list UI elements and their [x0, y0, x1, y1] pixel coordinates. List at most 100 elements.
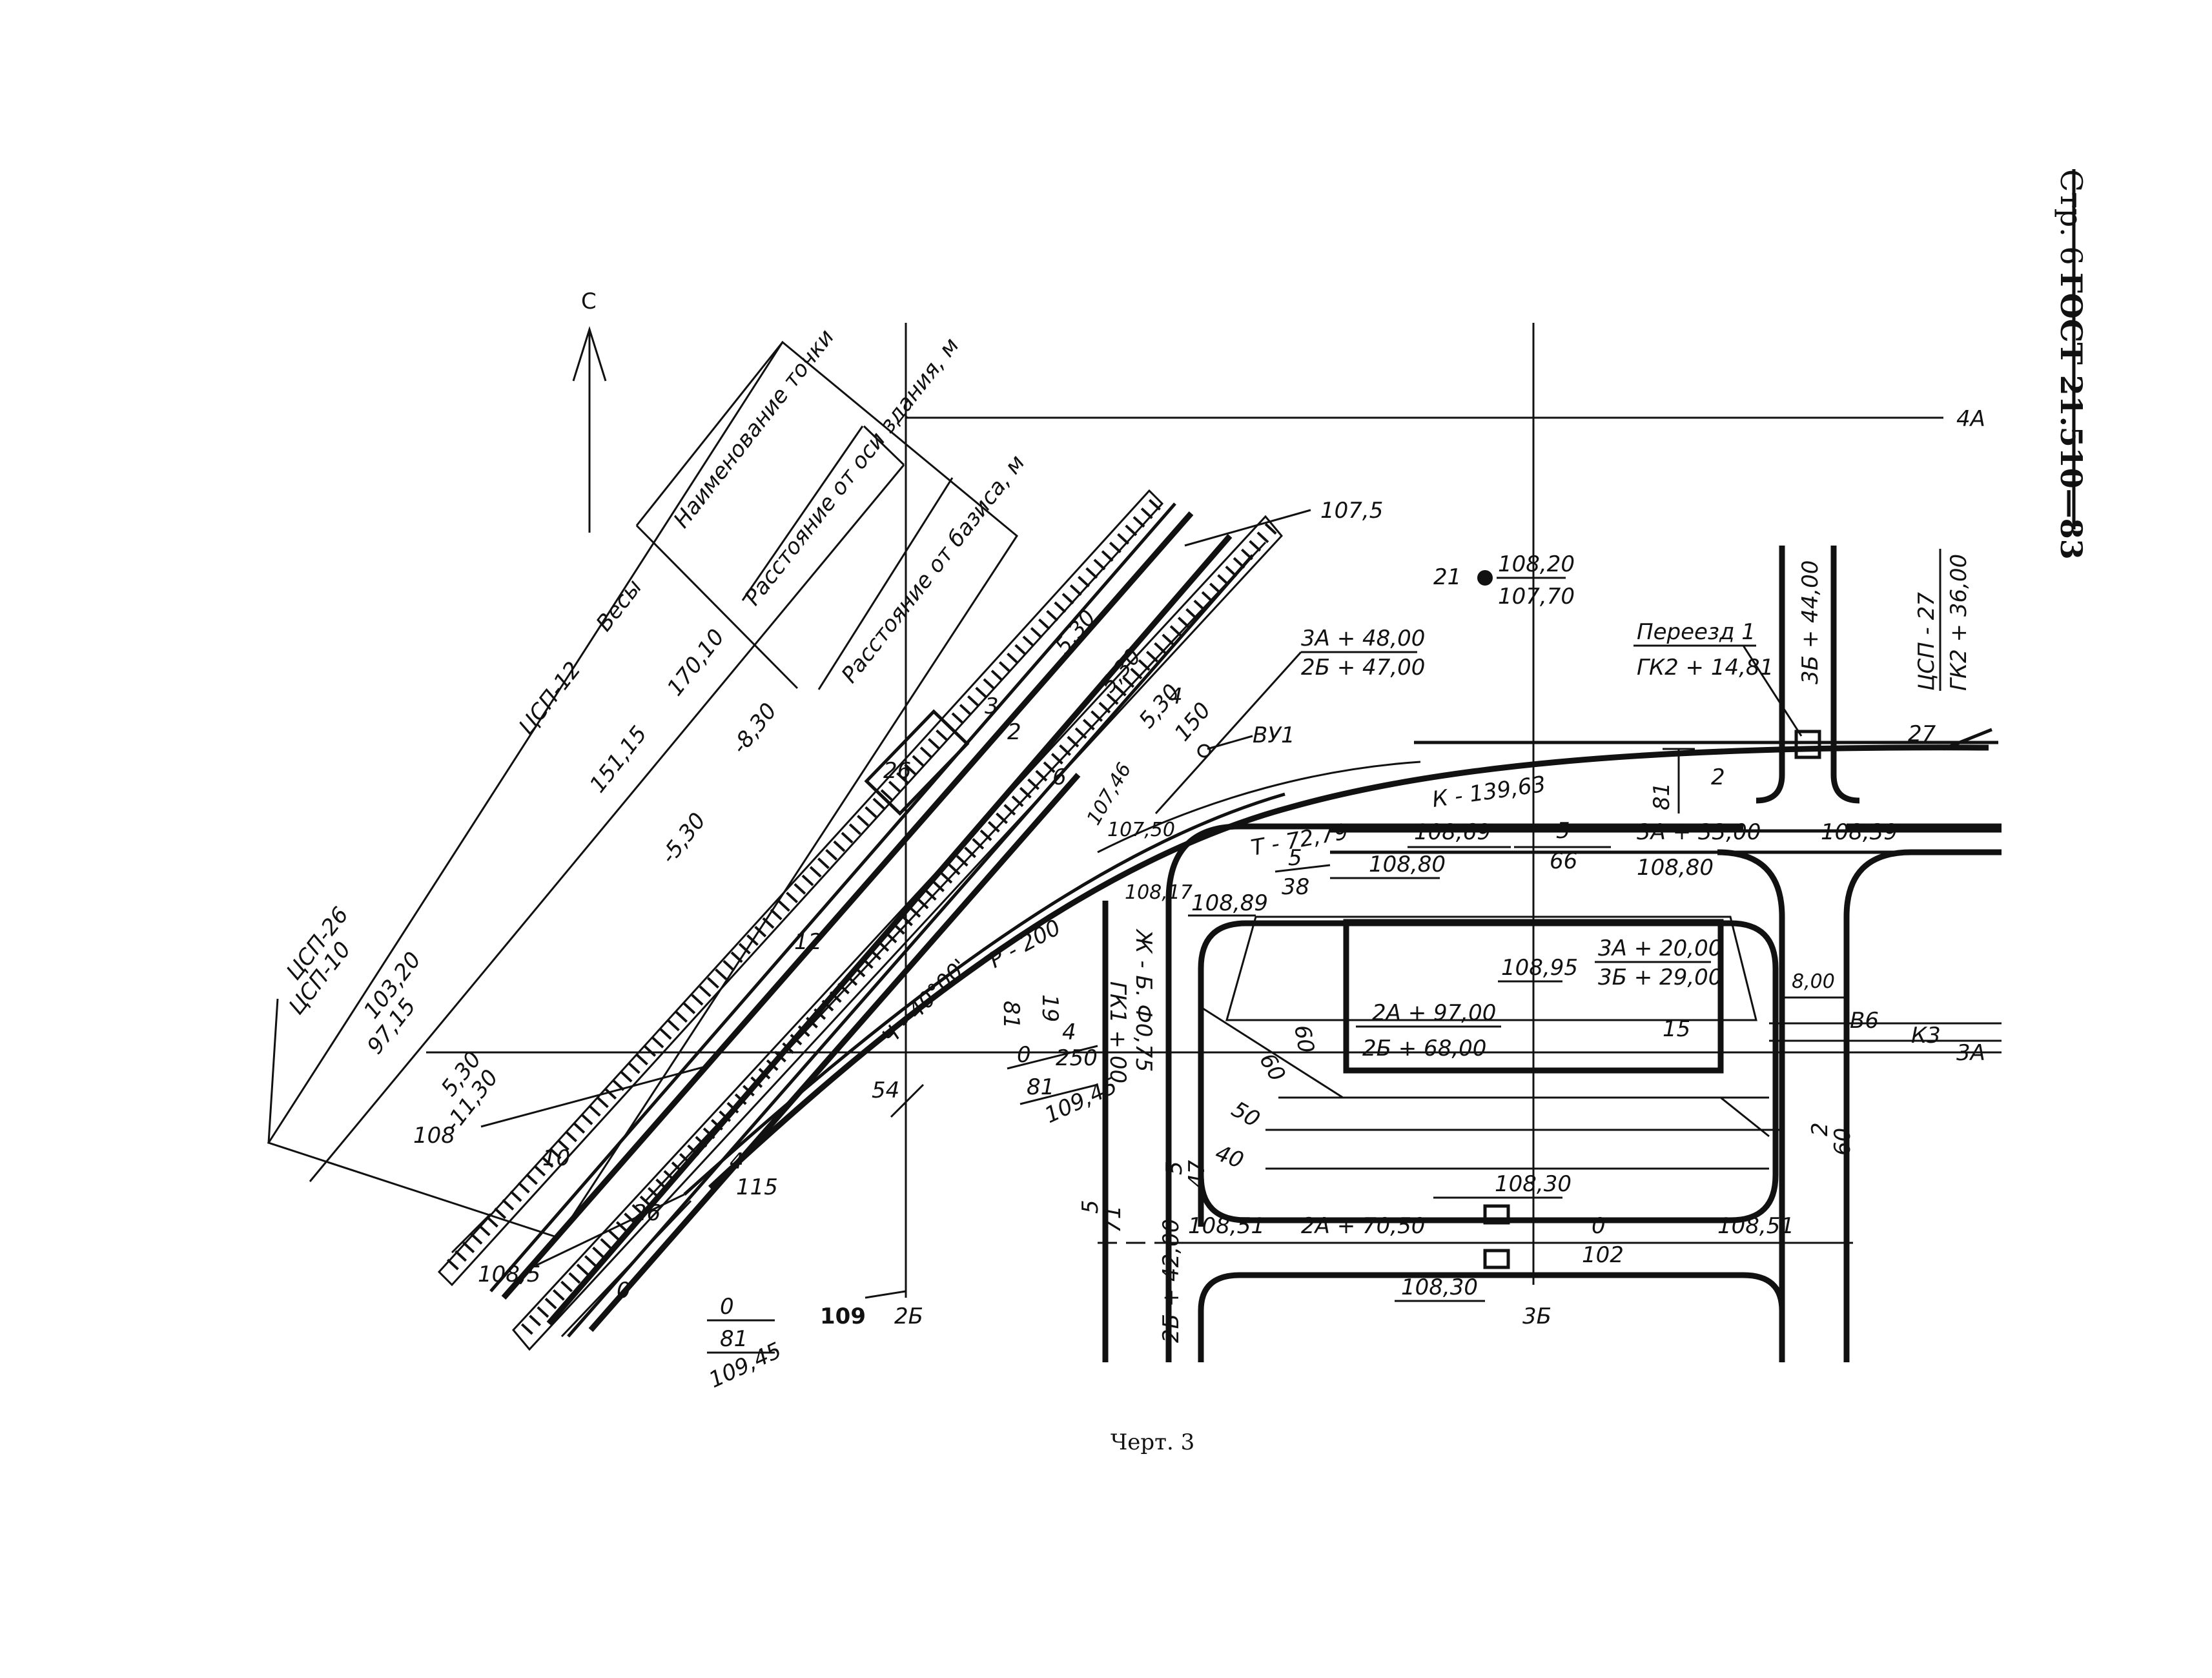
track-label-6: 6 [1052, 764, 1067, 790]
e10830a: 108,30 [1495, 1171, 1572, 1197]
n71: 71 [1100, 1205, 1126, 1233]
e10889: 108,89 [1191, 890, 1268, 916]
e10880b: 108,80 [1637, 855, 1714, 881]
road-3b44: 3Б + 44,00 [1797, 560, 1823, 684]
num-4: 4 [730, 1149, 744, 1174]
crossing-box [1794, 730, 1821, 759]
track-label-0: 0 [617, 1278, 631, 1304]
e10830b: 108,30 [1401, 1274, 1478, 1300]
coordinate-table: Наименование точки Расстояние от оси зда… [267, 325, 1030, 1239]
page-number: Стр. 6 [2054, 169, 2089, 265]
p2a70: 2А + 70,50 [1301, 1213, 1425, 1239]
vu1-label: ВУ1 [1253, 722, 1295, 748]
p3a20: 3А + 20,00 [1598, 936, 1722, 961]
e10851b: 108,51 [1717, 1213, 1794, 1239]
e10750: 107,50 [1107, 819, 1175, 841]
table-row-name-2: ЦСП-12 [514, 657, 586, 739]
b1-3a: 3А + 48,00 [1301, 626, 1425, 651]
n38: 38 [1282, 874, 1309, 900]
n5c: 5 [1162, 1161, 1187, 1175]
n81b: 81 [998, 1001, 1024, 1028]
n50: 50 [1227, 1096, 1264, 1132]
e10817: 108,17 [1125, 881, 1193, 904]
axis-label-3a: 3А [1956, 1040, 1985, 1066]
site-labels: 3А + 48,00 2Б + 47,00 ВУ1 21 108,20 107,… [705, 549, 2002, 1393]
n0c: 0 [1592, 1213, 1606, 1239]
e10839: 108,39 [1821, 819, 1898, 845]
n66: 66 [1550, 848, 1577, 874]
table-row-axis-1: 170,10 [662, 624, 730, 701]
n5d: 5 [1078, 1200, 1103, 1214]
k3: К3 [1911, 1023, 1941, 1049]
table-row-basis-2: -5,30 [656, 808, 712, 869]
n102: 102 [1582, 1242, 1624, 1268]
n15: 15 [1663, 1016, 1690, 1042]
table-row-name-1: Весы [591, 575, 648, 636]
num-12: 12 [794, 929, 822, 955]
p2a97: 2А + 97,00 [1372, 1000, 1496, 1026]
num-54: 54 [872, 1078, 899, 1103]
n250: 250 [1056, 1045, 1098, 1071]
e10851a: 108,51 [1188, 1213, 1265, 1239]
n60b: 60 [1254, 1049, 1290, 1086]
coordinate-grid: 4А 3А 2Б 3Б [426, 323, 2002, 1329]
track-3 [588, 773, 1081, 1332]
num-115: 115 [736, 1174, 778, 1200]
axis-label-3b: 3Б [1522, 1304, 1551, 1329]
track-label-4: 4 [1169, 684, 1183, 710]
n5b: 5 [1288, 845, 1302, 871]
n5a: 5 [1556, 818, 1570, 844]
n40: 40 [1212, 1140, 1247, 1174]
n60c: 60 [1830, 1128, 1856, 1156]
dist-530-a: 5,30 [1050, 605, 1101, 659]
csp27: ЦСП - 27 [1914, 592, 1940, 691]
gk100: ГК1 + 00 [1105, 981, 1131, 1083]
n47: 47 [1184, 1160, 1210, 1188]
site-roads [1098, 546, 2002, 1362]
n81d: 81 [720, 1326, 748, 1352]
track-label-3: 3 [985, 693, 999, 719]
well-top: 108,20 [1498, 551, 1575, 577]
railway-tracks: 3 2 6 4 0 26 5,30 5,30 5,30 150 107,5 12… [413, 489, 1998, 1351]
num-109: 109 [820, 1304, 866, 1329]
pipe: Ж - Б. Ф0,75 [1131, 928, 1156, 1072]
num-10: 10 [542, 1145, 570, 1171]
crossing-pk: ГК2 + 14,81 [1637, 655, 1774, 680]
p2b68: 2Б + 68,00 [1362, 1036, 1486, 1061]
axis-label-2b: 2Б [894, 1304, 923, 1329]
n2: 2 [1711, 764, 1725, 790]
n4b: 4 [1062, 1019, 1076, 1045]
e10895: 108,95 [1501, 955, 1578, 981]
track-label-2: 2 [1007, 719, 1021, 745]
n27: 27 [1908, 721, 1936, 747]
table-row-axis-2: 151,15 [585, 721, 653, 797]
elev-1075: 107,5 [1320, 498, 1383, 524]
page-header: Стр. 6 ГОСТ 21.510—83 [2054, 169, 2089, 560]
figure-caption: Черт. 3 [1111, 1429, 1194, 1455]
num-26: 26 [633, 1200, 661, 1226]
axis-label-4a: 4А [1956, 406, 1985, 432]
b1-2b: 2Б + 47,00 [1301, 655, 1425, 680]
vu1-marker [1197, 744, 1211, 758]
north-arrow: С [572, 289, 607, 533]
p3a33: 3А + 33,00 [1637, 819, 1761, 845]
n0b: 0 [720, 1294, 734, 1320]
track-1 [501, 511, 1194, 1300]
p3b29: 3Б + 29,00 [1598, 965, 1722, 990]
track-2 [546, 534, 1233, 1325]
n800: 8,00 [1792, 970, 1835, 993]
building [1343, 919, 1724, 1074]
n0a: 0 [1017, 1042, 1031, 1068]
n81a: 81 [1649, 783, 1675, 810]
scale-weigher [864, 709, 970, 816]
csp27-pk: ГК2 + 36,00 [1946, 554, 1972, 691]
v6: В6 [1850, 1008, 1879, 1034]
well-marker [1477, 570, 1493, 586]
standard-number: ГОСТ 21.510—83 [2054, 272, 2089, 560]
num-1085: 108,5 [478, 1262, 540, 1287]
manhole-b [1483, 1249, 1510, 1269]
track-label-26: 26 [883, 758, 911, 784]
crossing-name: Переезд 1 [1637, 619, 1756, 645]
n2b: 2 [1807, 1122, 1833, 1136]
